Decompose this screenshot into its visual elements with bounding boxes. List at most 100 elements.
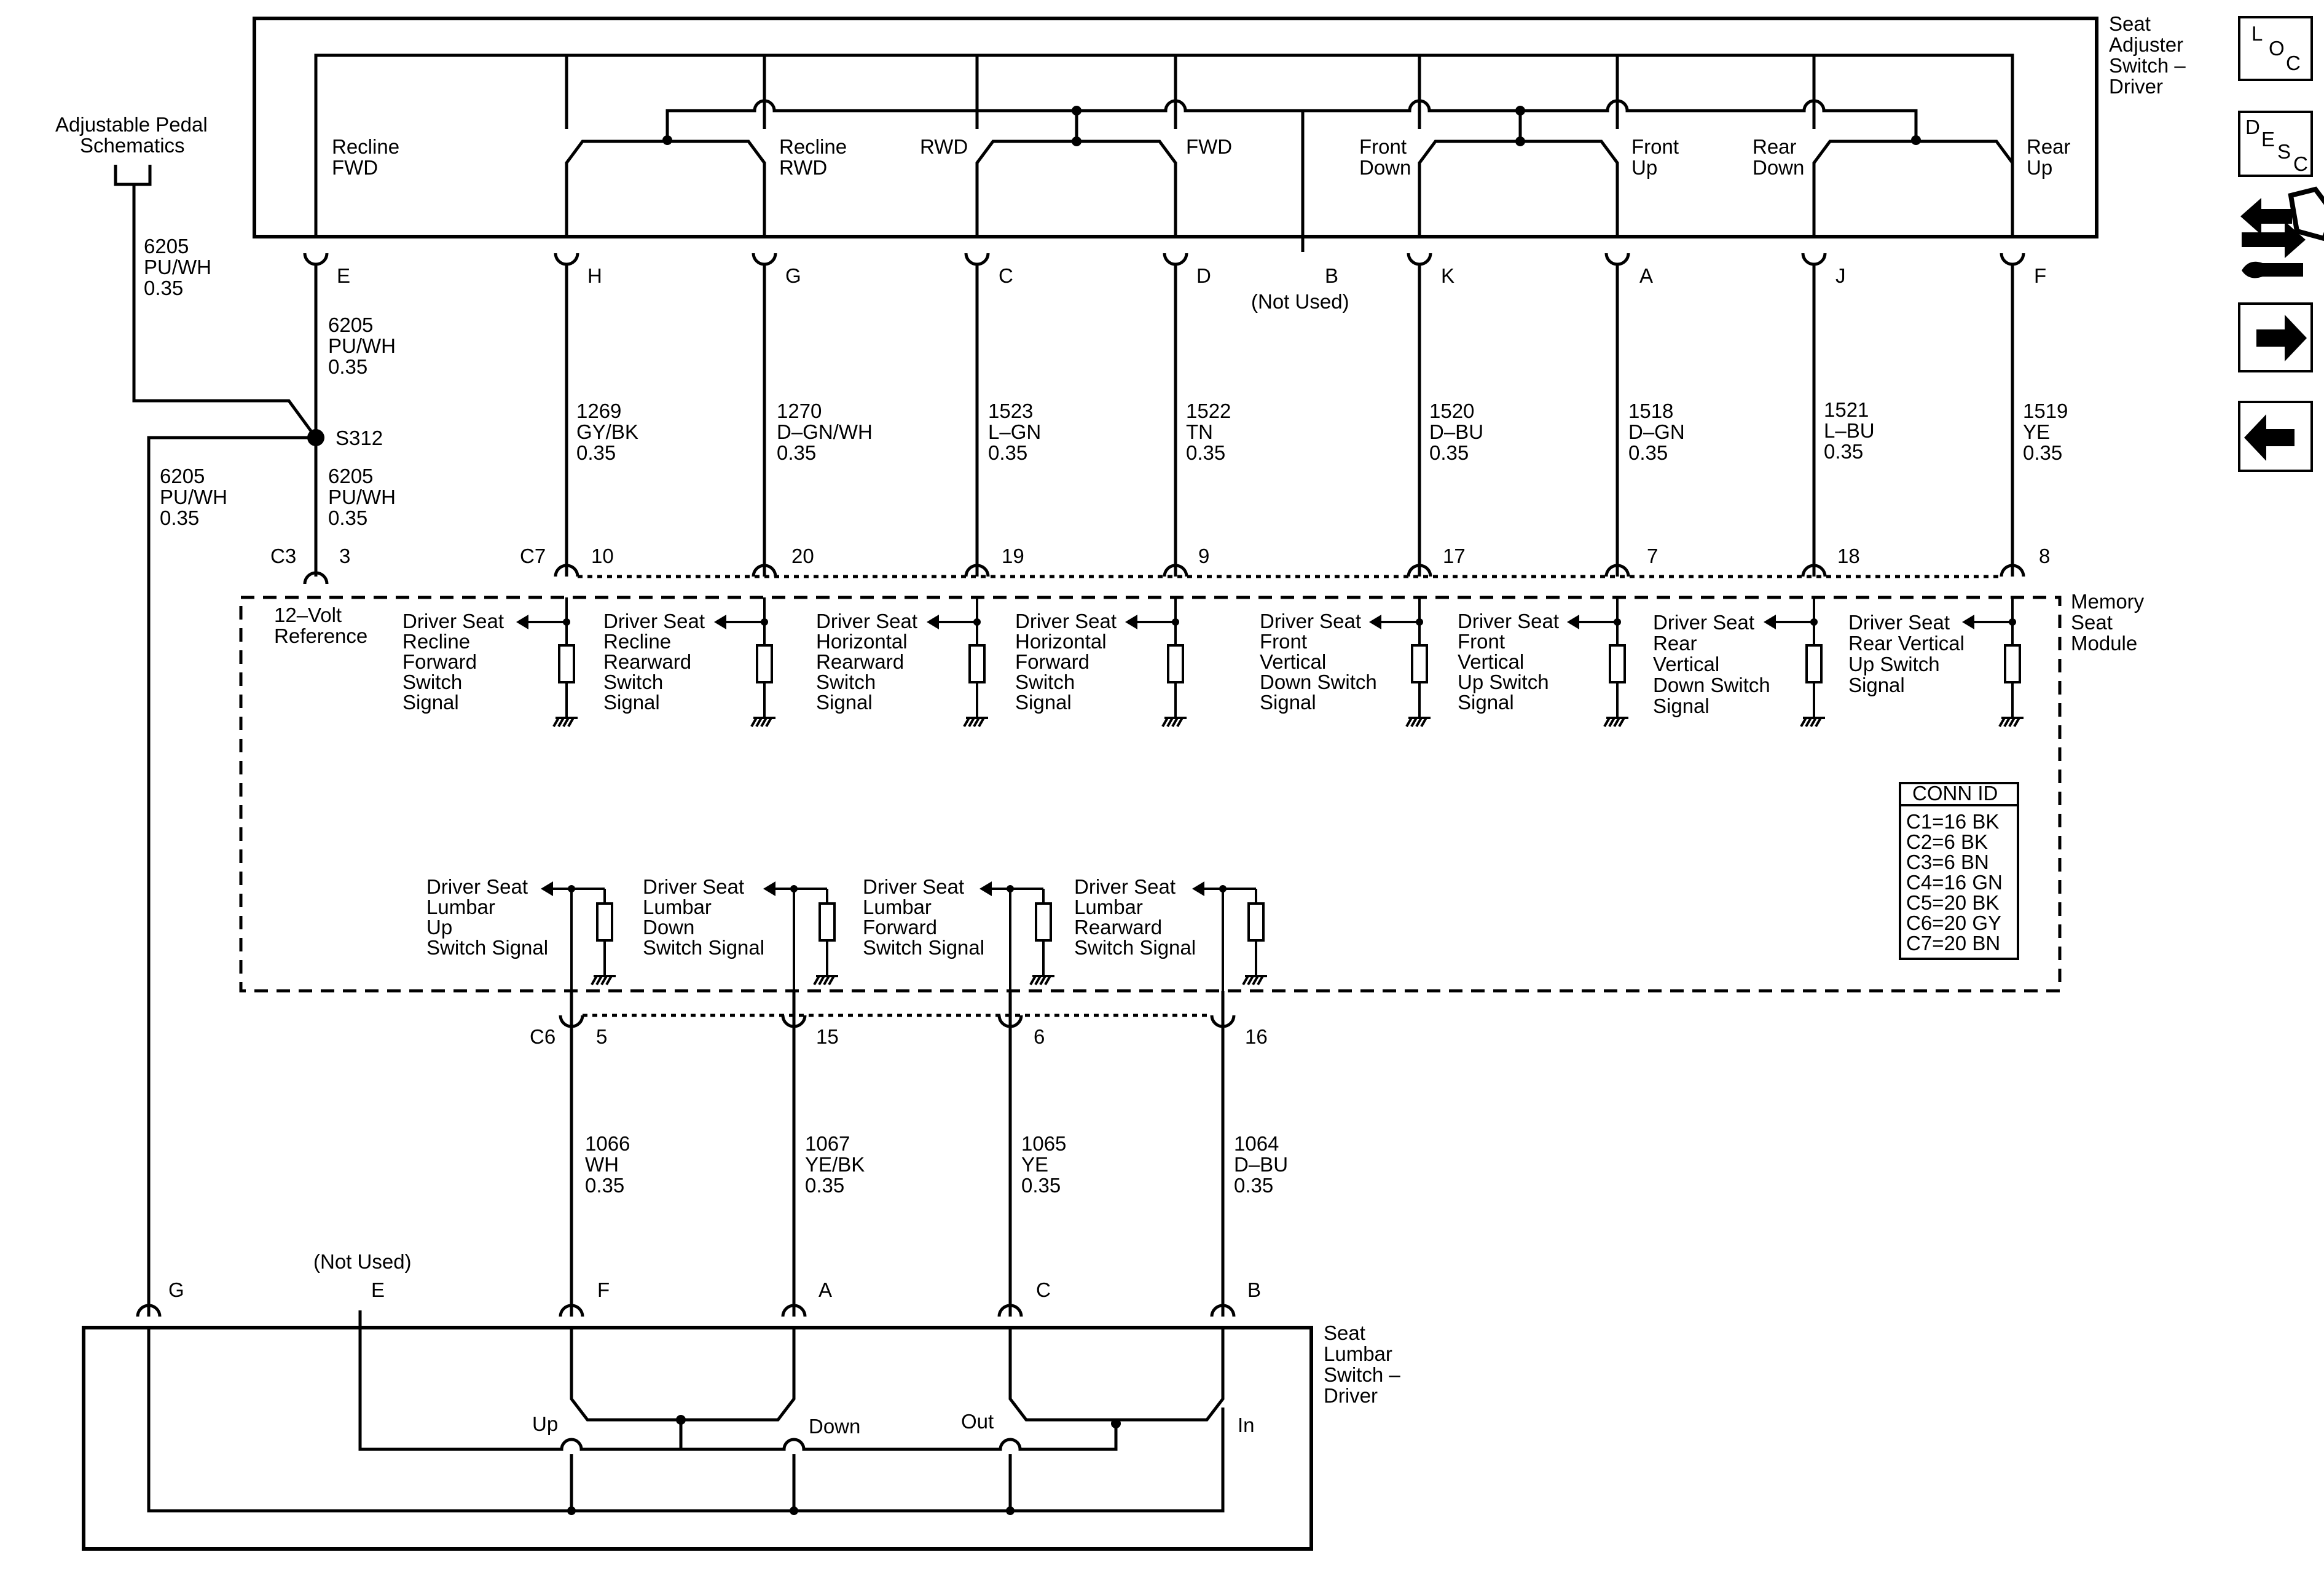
loc-letter-l: L xyxy=(2251,22,2263,45)
lumbar-pin-e-not-used: (Not Used) xyxy=(313,1250,412,1273)
loc-letter-c: C xyxy=(2286,52,2301,74)
arrow-left-icon xyxy=(2244,414,2295,461)
c7-pin-19: 19 xyxy=(1002,545,1024,567)
connector-c7-label: C7 xyxy=(520,545,546,567)
splice-s312-label: S312 xyxy=(336,427,383,449)
pin-j: J xyxy=(1835,264,1846,287)
c7-pin-8: 8 xyxy=(2039,545,2050,567)
pin-b: B xyxy=(1325,264,1338,287)
next-button[interactable] xyxy=(2238,302,2313,372)
module-connector-c6 xyxy=(559,1014,1236,1028)
desc-letter-c: C xyxy=(2293,152,2308,175)
desc-letter-s: S xyxy=(2277,140,2291,163)
conn-id-table: CONN ID C1=16 BK C2=6 BK C3=6 BN C4=16 G… xyxy=(1899,782,2019,960)
c6-pin-6: 6 xyxy=(1034,1025,1045,1048)
lumbar-up-down-contacts xyxy=(570,1328,796,1422)
memory-seat-module-box xyxy=(239,596,2062,993)
wire-6205-pedal xyxy=(132,184,318,439)
previous-button[interactable] xyxy=(2238,401,2313,472)
lumbar-up-label: Up xyxy=(532,1412,558,1435)
lumbar-pin-b: B xyxy=(1247,1278,1261,1301)
pin-h: H xyxy=(587,264,602,287)
pin-a: A xyxy=(1639,264,1653,287)
recline-switch-contacts xyxy=(565,140,766,237)
connector-c3-label: C3 xyxy=(270,545,296,567)
rear-vertical-switch-contacts xyxy=(1812,140,2014,237)
lumbar-pin-g: G xyxy=(168,1278,184,1301)
loc-letter-o: O xyxy=(2269,37,2285,60)
seat-lumbar-switch-box xyxy=(82,1326,1313,1551)
lumbar-pin-e: E xyxy=(371,1278,385,1301)
lumbar-out-in-contacts xyxy=(1008,1328,1225,1422)
connector-c3-pin: 3 xyxy=(339,545,350,567)
module-connector-c7 xyxy=(303,564,2025,585)
pin-e: E xyxy=(337,264,350,287)
c6-pin-15: 15 xyxy=(816,1025,839,1048)
c6-pin-16: 16 xyxy=(1245,1025,1268,1048)
horizontal-switch-contacts xyxy=(975,140,1177,237)
lumbar-pin-f: F xyxy=(597,1278,610,1301)
adjuster-center-bus xyxy=(665,99,1918,140)
adjuster-common-bus xyxy=(314,53,2014,237)
c7-pin-10: 10 xyxy=(591,545,614,567)
lumbar-out-label: Out xyxy=(961,1410,994,1433)
pin-f: F xyxy=(2034,264,2046,287)
connector-wrench-icon xyxy=(2240,186,2324,278)
lumbar-down-label: Down xyxy=(809,1415,860,1438)
c7-pin-7: 7 xyxy=(1647,545,1658,567)
pin-b-not-used: (Not Used) xyxy=(1251,290,1349,313)
desc-letter-d: D xyxy=(2245,116,2260,138)
c7-pin-9: 9 xyxy=(1198,545,1209,567)
pedal-schematic-bracket xyxy=(114,165,152,186)
module-input-circuits-top xyxy=(516,597,2024,727)
connector-tool-button[interactable] xyxy=(2240,186,2324,278)
lumbar-pin-a: A xyxy=(819,1278,832,1301)
loc-button[interactable]: L O C xyxy=(2238,16,2313,81)
conn-id-rows: C1=16 BK C2=6 BK C3=6 BN C4=16 GN C5=20 … xyxy=(1906,810,2008,955)
module-input-circuits-lumbar xyxy=(541,881,1267,991)
fwd-label: FWD xyxy=(1186,135,1232,158)
desc-button[interactable]: D E S C xyxy=(2238,111,2313,177)
connector-c6-label: C6 xyxy=(530,1025,555,1048)
conn-id-title: CONN ID xyxy=(1912,782,1998,805)
splice-s312 xyxy=(307,429,324,446)
adjuster-connector-pins xyxy=(303,253,2025,266)
lumbar-common-bus xyxy=(358,1328,1118,1451)
c6-pin-5: 5 xyxy=(596,1025,607,1048)
pin-c: C xyxy=(999,264,1013,287)
lumbar-in-label: In xyxy=(1238,1414,1255,1436)
desc-letter-e: E xyxy=(2261,128,2275,151)
